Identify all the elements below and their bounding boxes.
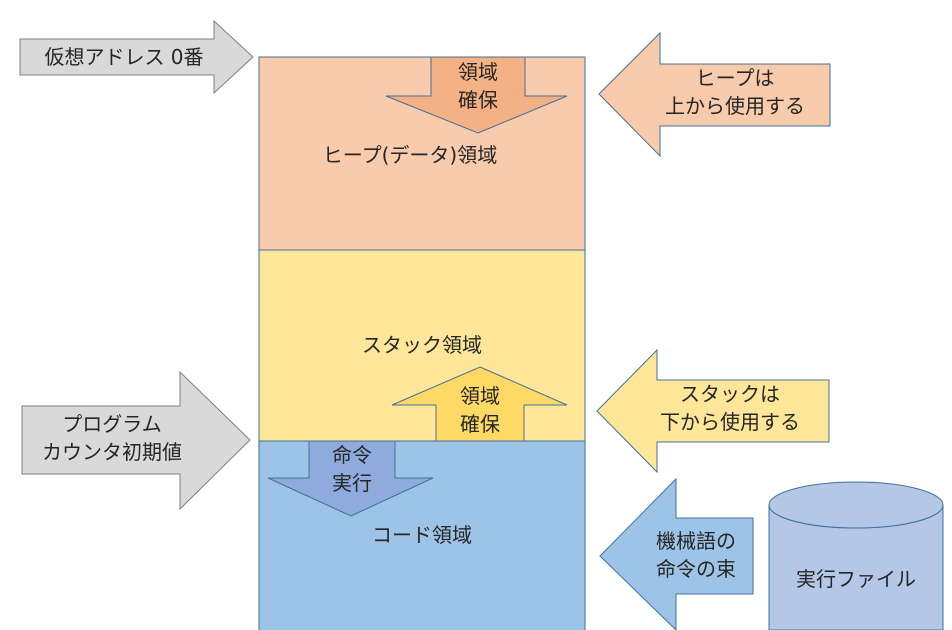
exec-arrow (267, 440, 434, 517)
heap-usage-note-arrow (598, 31, 831, 158)
exec-line-2: 実行 (332, 471, 372, 495)
program-counter-line-2: カウンタ初期値 (42, 440, 182, 464)
heap-alloc-line-1: 領域 (458, 60, 498, 84)
stack-region-label: スタック領域 (362, 333, 482, 357)
virtual-address-zero-arrow (19, 19, 254, 95)
heap-usage-note-line-1: ヒープは (696, 66, 775, 90)
machine-code-note-line-2: 命令の束 (656, 557, 736, 581)
executable-file-label: 実行ファイル (796, 567, 916, 591)
virtual-address-zero-label: 仮想アドレス 0番 (44, 45, 203, 69)
heap-region (258, 56, 586, 251)
machine-code-note-arrow (599, 477, 754, 630)
stack-usage-note-line-1: スタックは (680, 382, 780, 406)
stack-region (258, 249, 586, 442)
executable-file-top (768, 481, 944, 529)
heap-usage-note-line-2: 上から使用する (665, 94, 805, 118)
stack-alloc-line-2: 確保 (460, 412, 500, 436)
stack-alloc-arrow (391, 366, 568, 442)
program-counter-line-1: プログラム (62, 412, 161, 436)
executable-file-cylinder (768, 481, 944, 630)
stack-usage-note-line-2: 下から使用する (660, 410, 800, 434)
code-region-label: コード領域 (372, 523, 472, 547)
stack-usage-note-arrow (596, 348, 830, 474)
machine-code-note-line-1: 機械語の (656, 529, 736, 553)
exec-line-1: 命令 (332, 443, 372, 467)
heap-alloc-line-2: 確保 (458, 88, 498, 112)
stack-alloc-line-1: 領域 (460, 384, 500, 408)
heap-alloc-arrow (385, 56, 568, 134)
program-counter-arrow (21, 370, 251, 511)
heap-region-label: ヒープ(データ)領域 (323, 143, 497, 167)
